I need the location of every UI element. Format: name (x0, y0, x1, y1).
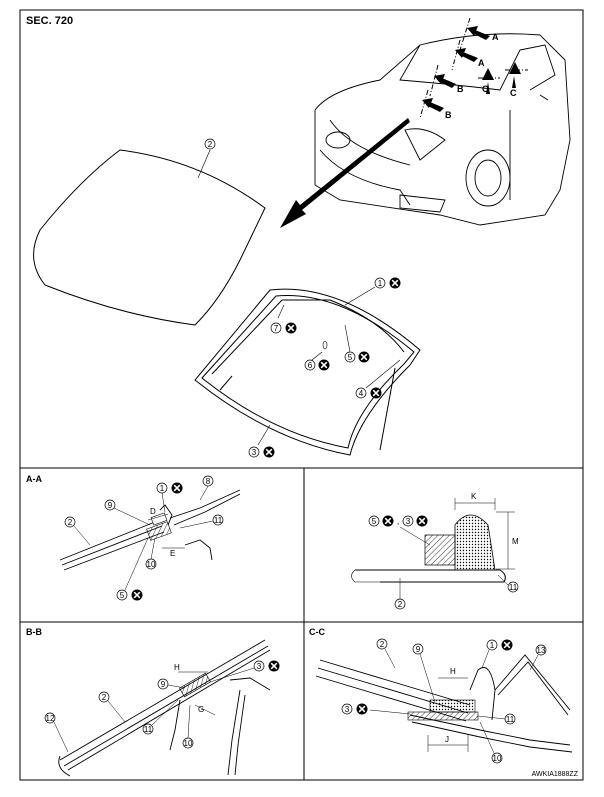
non-reusable-icon-cc-1 (501, 639, 513, 651)
callout-bb-10: 10 (184, 739, 193, 748)
arrow-c-left (478, 68, 500, 94)
non-reusable-icon-1 (389, 277, 401, 289)
dim-h-bb: H (174, 663, 180, 672)
callout-5: 5 (348, 353, 353, 362)
dim-h-cc: H (450, 667, 456, 676)
callout-aa-2: 2 (68, 518, 73, 527)
callout-cc-3: 3 (345, 705, 350, 714)
removal-arrow (280, 118, 410, 228)
callout-separator: , (397, 517, 399, 526)
callout-cc-9: 9 (416, 645, 421, 654)
arrow-a-lower (451, 39, 478, 71)
callout-aa-1: 1 (160, 484, 165, 493)
dim-e: E (170, 549, 175, 558)
dim-m: M (512, 537, 519, 546)
arrow-letter-c-1: C (482, 84, 489, 94)
callout-cc-13: 13 (537, 646, 546, 655)
part-callouts-top: 1 7 6 5 4 3 (248, 277, 401, 458)
arrow-letter-a-2: A (478, 58, 485, 68)
arrow-letter-c-2: C (510, 88, 517, 98)
callout-aa-9: 9 (108, 501, 113, 510)
arrow-letter-a-1: A (492, 32, 499, 42)
callout-aa-5: 5 (120, 591, 125, 600)
non-reusable-icon-aa-1 (171, 482, 183, 494)
non-reusable-icon-cc-3 (356, 703, 368, 715)
view-detail-profile: K M 5 , 3 2 11 (351, 492, 519, 610)
dim-k: K (471, 492, 477, 501)
outer-frame (19, 9, 584, 781)
arrow-c-right (505, 62, 528, 88)
molding-set (194, 288, 421, 456)
car-illustration (314, 33, 571, 226)
non-reusable-icon-5 (358, 351, 370, 363)
callout-2-glass: 2 (208, 140, 213, 149)
view-label-b-b: B-B (26, 627, 42, 637)
non-reusable-icon-6 (318, 359, 330, 371)
view-a-a: A-A D E 1 8 9 11 2 10 (26, 474, 241, 601)
callout-3: 3 (252, 448, 257, 457)
callout-bb-11: 11 (144, 725, 153, 734)
section-arrows: A A B B C C (419, 17, 528, 120)
callout-7: 7 (274, 324, 279, 333)
callout-cc-10: 10 (493, 754, 502, 763)
arrow-a-upper (459, 17, 490, 51)
callout-detail-3: 3 (406, 517, 411, 526)
windshield-glass: 2 (33, 138, 266, 326)
non-reusable-icon-bb-3 (268, 660, 280, 672)
callout-cc-11: 11 (506, 715, 515, 724)
callout-bb-12: 12 (46, 714, 55, 723)
callout-aa-11: 11 (214, 516, 223, 525)
callout-aa-10: 10 (147, 560, 156, 569)
callout-bb-2: 2 (102, 693, 107, 702)
non-reusable-icon-3 (263, 446, 275, 458)
callout-cc-2: 2 (380, 640, 385, 649)
non-reusable-icon-detail-3 (416, 515, 428, 527)
view-label-c-c: C-C (309, 627, 325, 637)
non-reusable-icon-4 (370, 387, 382, 399)
arrow-b-lower (419, 89, 444, 119)
dim-d: D (150, 507, 156, 516)
dim-g: G (198, 705, 204, 714)
non-reusable-icon-aa-5 (131, 589, 143, 601)
callout-aa-8: 8 (206, 477, 211, 486)
callout-detail-2: 2 (398, 600, 403, 609)
non-reusable-icon-detail-5 (382, 515, 394, 527)
callout-cc-1: 1 (490, 641, 495, 650)
callout-1: 1 (378, 279, 383, 288)
non-reusable-icon-7 (285, 322, 297, 334)
callout-6: 6 (308, 361, 313, 370)
view-c-c: C-C H J 2 9 1 13 3 (309, 627, 573, 764)
arrow-letter-b-1: B (457, 84, 464, 94)
view-b-b: B-B H G 3 9 2 11 10 1 (26, 627, 280, 777)
callout-detail-5: 5 (372, 517, 377, 526)
callout-detail-11: 11 (509, 583, 518, 592)
section-title: SEC. 720 (26, 15, 73, 27)
arrow-b-upper (429, 64, 456, 97)
callout-4: 4 (359, 389, 364, 398)
arrow-letter-b-2: B (445, 110, 452, 120)
callout-bb-9: 9 (161, 680, 166, 689)
dim-j: J (445, 735, 449, 744)
callout-bb-3: 3 (257, 662, 262, 671)
figure-code: AWKIA1888ZZ (532, 771, 579, 778)
view-label-a-a: A-A (26, 474, 42, 484)
